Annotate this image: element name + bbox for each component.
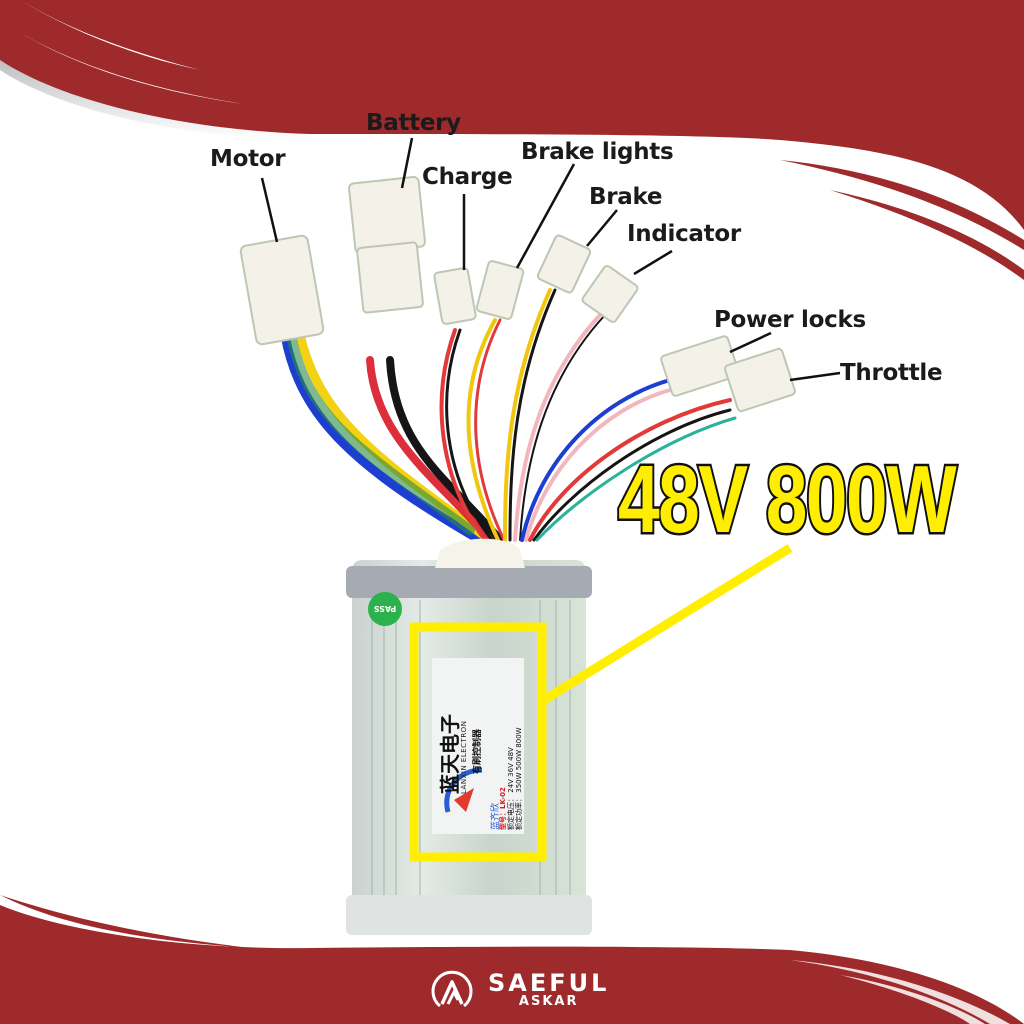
- brand-subtitle: ASKAR: [518, 994, 579, 1009]
- label-battery: Battery: [366, 110, 461, 136]
- label-charge: Charge: [422, 164, 513, 190]
- label-brake-lights: Brake lights: [521, 139, 674, 165]
- spec-headline: 48V 800W: [616, 446, 959, 553]
- brand-logo-icon: [431, 970, 473, 1008]
- brand-name: SAEFUL: [488, 969, 610, 997]
- label-throttle: Throttle: [840, 360, 943, 386]
- label-indicator: Indicator: [627, 221, 741, 247]
- label-brake: Brake: [589, 184, 663, 210]
- brand-footer: SAEFUL ASKAR: [430, 968, 609, 1012]
- label-power-locks: Power locks: [714, 307, 866, 333]
- label-motor: Motor: [210, 146, 286, 172]
